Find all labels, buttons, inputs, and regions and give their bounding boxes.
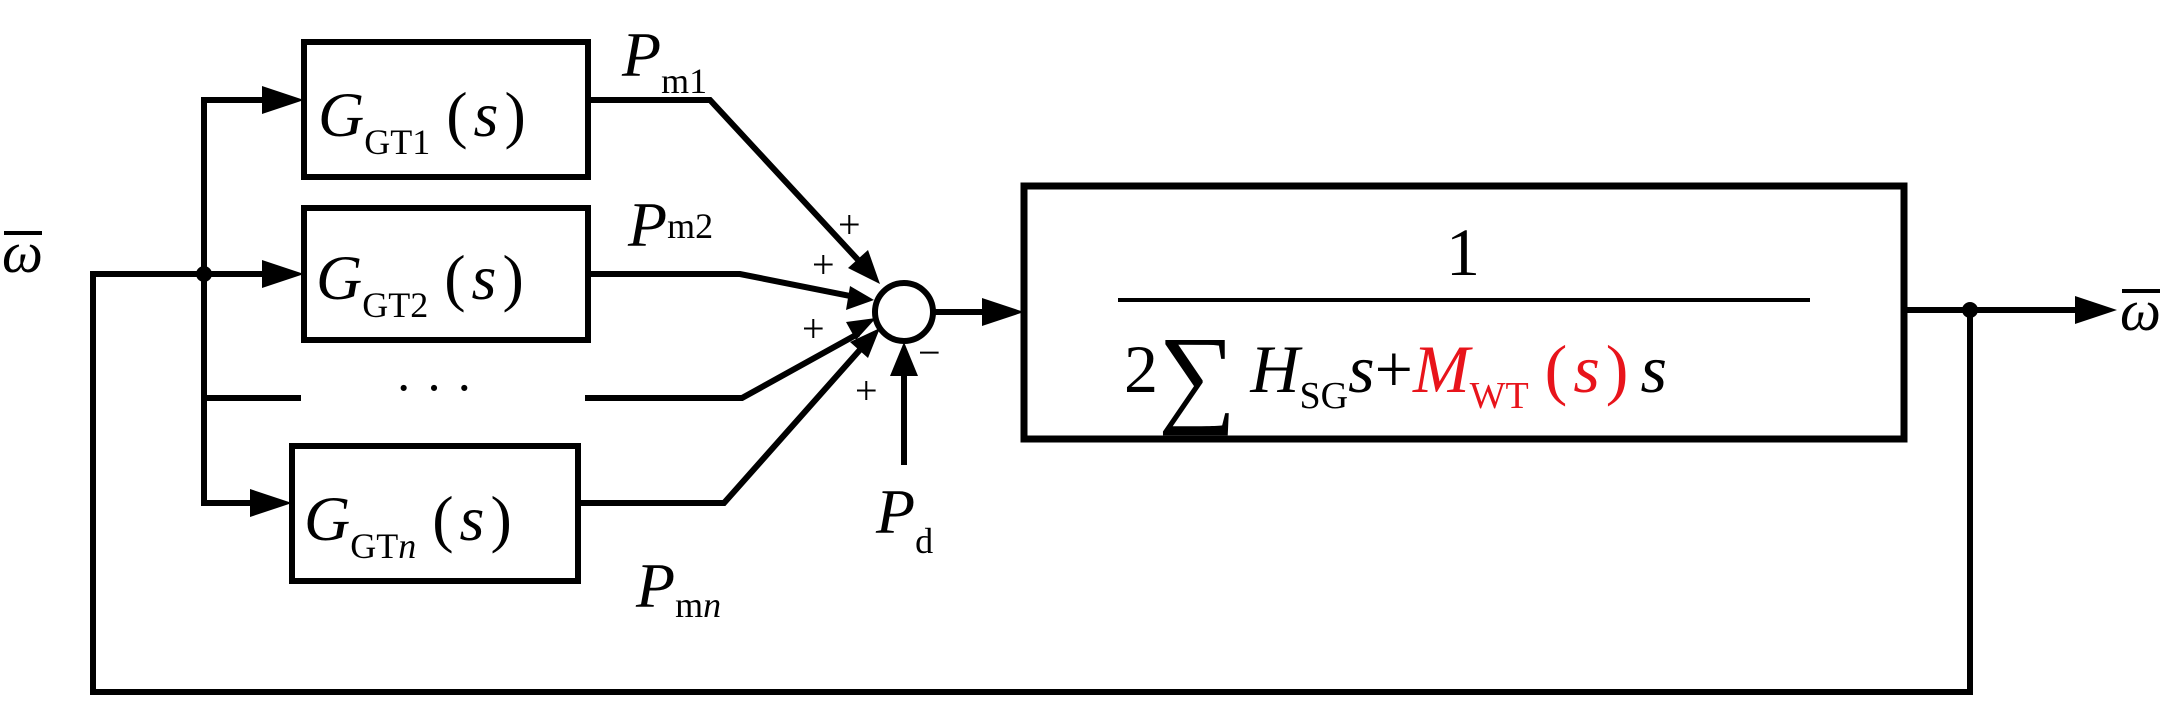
label-pm1: Pm1 [621,19,707,101]
pmn-arrowhead [850,328,880,358]
sign-pd: − [918,330,941,375]
pm2-arrowhead [846,286,874,310]
output-omega: ω [2120,278,2161,343]
gt-block-1-label: GGT1(s) [318,79,526,162]
label-pd: Pd [875,476,933,561]
arrow-into-gtn [250,489,292,517]
gt-block-1-frame [301,39,591,180]
arrow-output [2075,296,2117,324]
label-pmn: Pmn [635,550,721,625]
gt-block-n: GGTn(s) [289,443,581,584]
branch-node-output [1962,302,1978,318]
sign-pm1: + [838,202,861,247]
ellipsis-arrowhead [846,318,876,340]
output-omega-symbol: ω [2120,278,2161,343]
ellipsis: · · · [395,360,473,417]
pm1-arrowhead [848,250,880,284]
arrow-into-gt2 [262,260,304,288]
pm2-wire [585,271,854,300]
gt-block-2-frame [301,205,591,343]
pm1-wire [585,97,865,267]
input-omega-symbol: ω [2,220,43,285]
arrow-into-gt1 [262,86,304,114]
gt-block-1: GGT1(s) [301,39,591,180]
feedback-wire [90,271,1973,695]
sign-pm2: + [812,242,835,287]
sign-ellipsis: + [802,306,825,351]
arrow-into-plant [982,298,1024,326]
input-omega: ω [2,220,43,285]
pmn-wire [575,347,863,506]
gt-block-2: GGT2(s) [301,205,591,343]
gt-block-n-label: GGTn(s) [304,483,512,566]
plant-block: 1 2∑HSGs+MWT(s)s [1020,182,1908,443]
pd-arrowhead [890,342,918,376]
ellipsis-wire-right [585,330,861,401]
label-pm2: Pm2 [627,189,713,260]
gt-block-n-frame [289,443,581,584]
sign-pmn: + [855,368,878,413]
plant-denominator: 2∑HSGs+MWT(s)s [1124,314,1667,436]
gt-block-2-label: GGT2(s) [316,242,524,325]
plant-numerator: 1 [1446,214,1480,290]
